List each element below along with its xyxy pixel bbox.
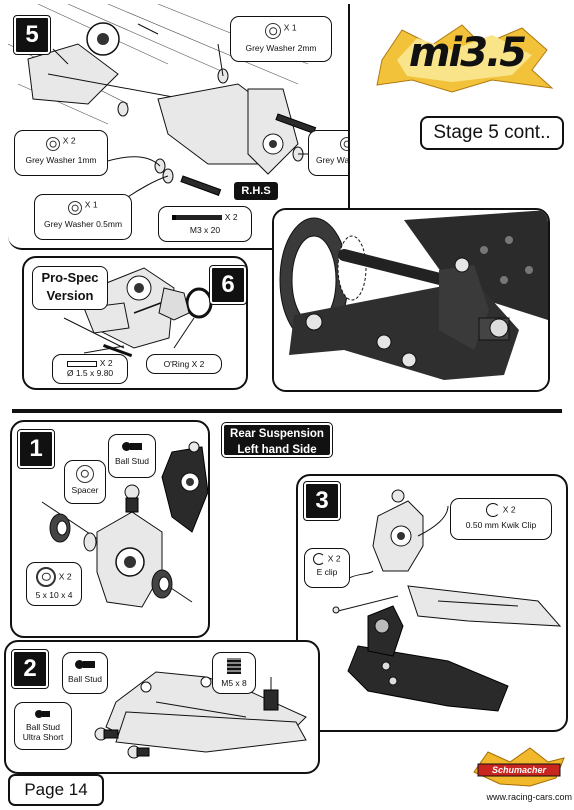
- section-title: Rear Suspension Left hand Side: [221, 422, 333, 458]
- callout-pin: X 2 Ø 1.5 x 9.80: [52, 354, 128, 384]
- ball-stud-icon: [75, 658, 95, 672]
- step6-number: 6: [209, 265, 246, 305]
- callout-qty: X 2: [224, 212, 238, 222]
- brand-logo: mi3.5: [372, 20, 558, 94]
- step1-panel: 1 Ball Stud Spacer X 2 5 x 10 x 4: [10, 420, 210, 638]
- washer-icon: [340, 137, 348, 151]
- callout-kwik-clip: X 2 0.50 mm Kwik Clip: [450, 498, 552, 540]
- step6-panel: Pro-Spec Version 6 X 2 Ø 1.5 x 9.80 O'Ri…: [22, 256, 248, 390]
- callout-spacer: Spacer: [64, 460, 106, 504]
- rhs-label: R.H.S: [234, 182, 278, 200]
- callout-name: M3 x 20: [189, 225, 221, 235]
- callout-grey-washer-05mm-left: X 1 Grey Washer 0.5mm: [34, 194, 132, 240]
- callout-qty: X 2: [191, 359, 205, 369]
- bearing-icon: [36, 567, 57, 587]
- callout-ball-stud: Ball Stud: [108, 434, 156, 478]
- callout-ball-stud-ultra-short: Ball Stud Ultra Short: [14, 702, 72, 750]
- washer-icon: [68, 201, 83, 215]
- step5-detail-panel: [272, 208, 550, 392]
- callout-name: O'Ring: [163, 359, 190, 369]
- callout-qty: X 2: [327, 553, 341, 564]
- page-label: Page 14: [8, 774, 104, 806]
- callout-name: E clip: [316, 567, 338, 577]
- callout-name: Spacer: [71, 485, 99, 495]
- callout-qty: X 2: [99, 358, 113, 368]
- callout-name: Ball Stud: [114, 456, 150, 466]
- callout-grey-washer-2mm: X 1 Grey Washer 2mm: [230, 16, 332, 62]
- callout-name: Grey Washer 0.5mm: [315, 155, 350, 165]
- callout-qty: X 2: [502, 504, 516, 515]
- step5-panel: 5 X 1 Grey Washer 2mm X 2 Grey Washer 1m…: [8, 4, 350, 250]
- callout-name: M5 x 8: [221, 678, 247, 688]
- e-clip-icon: [313, 553, 326, 565]
- spacer-icon: [76, 465, 94, 483]
- section-divider: [12, 409, 562, 413]
- prospec-badge: Pro-Spec Version: [32, 266, 108, 310]
- callout-oring: O'Ring X 2: [146, 354, 222, 374]
- callout-name: Ball Stud: [67, 674, 103, 684]
- logo-text: mi3.5: [408, 30, 527, 76]
- step5-detail-drawing: [274, 210, 548, 390]
- callout-e-clip: X 2 E clip: [304, 548, 350, 588]
- step1-number: 1: [17, 429, 55, 469]
- callout-screw-m3x20: X 2 M3 x 20: [158, 206, 252, 242]
- ball-stud-icon: [122, 440, 142, 454]
- step3-panel: 3 X 2 0.50 mm Kwik Clip X 2 E clip: [296, 474, 568, 732]
- step2-drawing: [94, 671, 307, 759]
- pin-icon: [67, 360, 98, 367]
- step5-number: 5: [13, 15, 51, 55]
- callout-grey-washer-05mm-right: X 1 Grey Washer 0.5mm: [308, 130, 350, 176]
- step1-drawing: [41, 441, 208, 608]
- grub-screw-icon: [227, 658, 241, 674]
- footer-brand-logo: Schumacher: [470, 744, 566, 790]
- callout-bearing: X 2 5 x 10 x 4: [26, 562, 82, 606]
- callout-name: Grey Washer 1mm: [25, 155, 97, 165]
- step5-drawing: [8, 4, 318, 205]
- website-url[interactable]: www.racing-cars.com: [486, 792, 572, 802]
- callout-qty: X 1: [283, 22, 297, 33]
- kwik-clip-icon: [486, 503, 501, 517]
- callout-name: Grey Washer 2mm: [245, 43, 317, 53]
- step3-number: 3: [303, 481, 341, 521]
- step2-number: 2: [11, 649, 49, 689]
- ball-stud-short-icon: [35, 708, 51, 720]
- callout-ball-stud-step2: Ball Stud: [62, 652, 108, 694]
- footer-logo-text: Schumacher: [491, 765, 547, 775]
- callout-grey-washer-1mm: X 2 Grey Washer 1mm: [14, 130, 108, 176]
- callout-qty: X 1: [84, 199, 98, 210]
- stage-label: Stage 5 cont..: [420, 116, 564, 150]
- callout-qty: X 2: [62, 135, 76, 146]
- callout-grub-m5x8: M5 x 8: [212, 652, 256, 694]
- step6-drawing: [63, 267, 213, 358]
- callout-name: 0.50 mm Kwik Clip: [465, 520, 537, 530]
- callout-name: 5 x 10 x 4: [35, 590, 73, 600]
- step3-drawing: [332, 489, 562, 712]
- washer-icon: [46, 137, 61, 151]
- callout-qty: X 2: [58, 571, 72, 582]
- callout-name: Grey Washer 0.5mm: [43, 219, 123, 229]
- screw-icon: [172, 215, 223, 221]
- washer-icon: [265, 23, 282, 39]
- step2-panel: 2 Ball Stud Ball Stud Ultra Short M5 x 8: [4, 640, 320, 774]
- callout-name: Ball Stud Ultra Short: [22, 722, 64, 742]
- callout-name: Ø 1.5 x 9.80: [66, 368, 114, 378]
